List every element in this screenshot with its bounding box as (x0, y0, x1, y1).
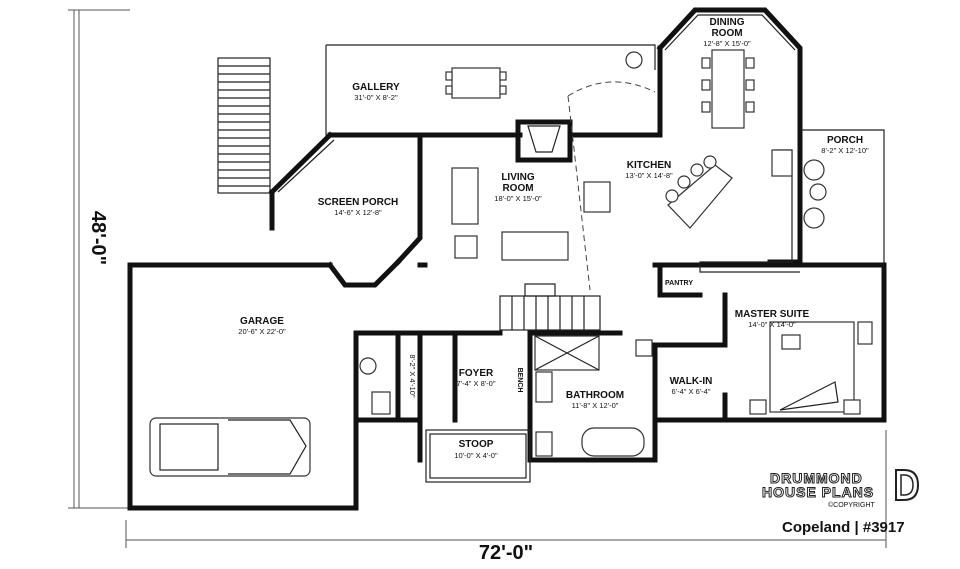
brand-d-icon (895, 469, 920, 501)
dimension-lines (68, 9, 887, 548)
kitchen-name: KITCHEN (627, 160, 671, 171)
screen-porch-walls (268, 131, 423, 266)
gallery-name: GALLERY (352, 82, 400, 93)
foyer-size: 7'-4" X 8'-0" (456, 379, 495, 388)
stoop-size: 10'-0" X 4'-0" (454, 451, 498, 460)
kitchen-size: 13'-0" X 14'-8" (625, 171, 673, 180)
gallery-furniture (445, 51, 643, 99)
bathroom-name: BATHROOM (566, 390, 624, 401)
gallery-size: 31'-0" X 8'-2" (354, 93, 398, 102)
room-labels: DINING ROOM 12'-8" X 15'-0" GALLERY 31'-… (238, 17, 869, 460)
width-dimension-label: 72'-0" (479, 542, 533, 564)
living-furniture (451, 167, 611, 261)
living-room-size: 18'-0" X 15'-0" (494, 194, 542, 203)
dining-table (701, 49, 755, 129)
stoop-outline (425, 429, 531, 483)
garage-size: 20'-6" X 22'-0" (238, 327, 286, 336)
dining-room-name-1: DINING (710, 17, 745, 28)
bathroom-size: 11'-8" X 12'-0" (572, 401, 619, 410)
garage-name: GARAGE (240, 316, 284, 327)
dining-room-size: 12'-8" X 15'-0" (703, 39, 751, 48)
pantry-name: PANTRY (665, 280, 693, 287)
living-room-name-2: ROOM (502, 183, 533, 194)
master-suite-name: MASTER SUITE (735, 309, 810, 320)
kitchen-fixtures (567, 81, 800, 291)
bench-label: BENCH (516, 368, 523, 393)
foyer-name: FOYER (459, 368, 494, 379)
depth-dimension-label: 48'-0" (87, 211, 109, 265)
exterior-stairs (217, 57, 271, 194)
brand-logo: DRUMMOND HOUSE PLANS ©COPYRIGHT (740, 468, 940, 528)
brand-copyright: ©COPYRIGHT (828, 502, 875, 509)
stoop-name: STOOP (459, 439, 494, 450)
interior-stairs (499, 283, 601, 331)
walkin-name: WALK-IN (670, 376, 713, 387)
house-walls (127, 7, 887, 511)
screen-porch-size: 14'-6" X 12'-8" (334, 208, 382, 217)
bathroom-fixtures (359, 335, 653, 457)
brand-line-1: DRUMMOND (770, 470, 863, 487)
porch-furniture (803, 159, 827, 229)
plan-caption: Copeland | #3917 (782, 519, 905, 536)
master-suite-size: 14'-0" X 14'-0" (748, 320, 796, 329)
porch-size: 8'-2" X 12'-10" (821, 146, 869, 155)
master-furniture (749, 321, 873, 415)
porch-name: PORCH (827, 135, 863, 146)
dining-room-name-2: ROOM (711, 28, 742, 39)
brand-line-2: HOUSE PLANS (761, 484, 875, 501)
powder-room-size: 8'-2" X 4'-10" (408, 354, 417, 398)
garage-truck (149, 417, 311, 477)
walkin-size: 6'-4" X 6'-4" (671, 387, 710, 396)
living-room-name-1: LIVING (501, 172, 535, 183)
screen-porch-name: SCREEN PORCH (318, 197, 399, 208)
